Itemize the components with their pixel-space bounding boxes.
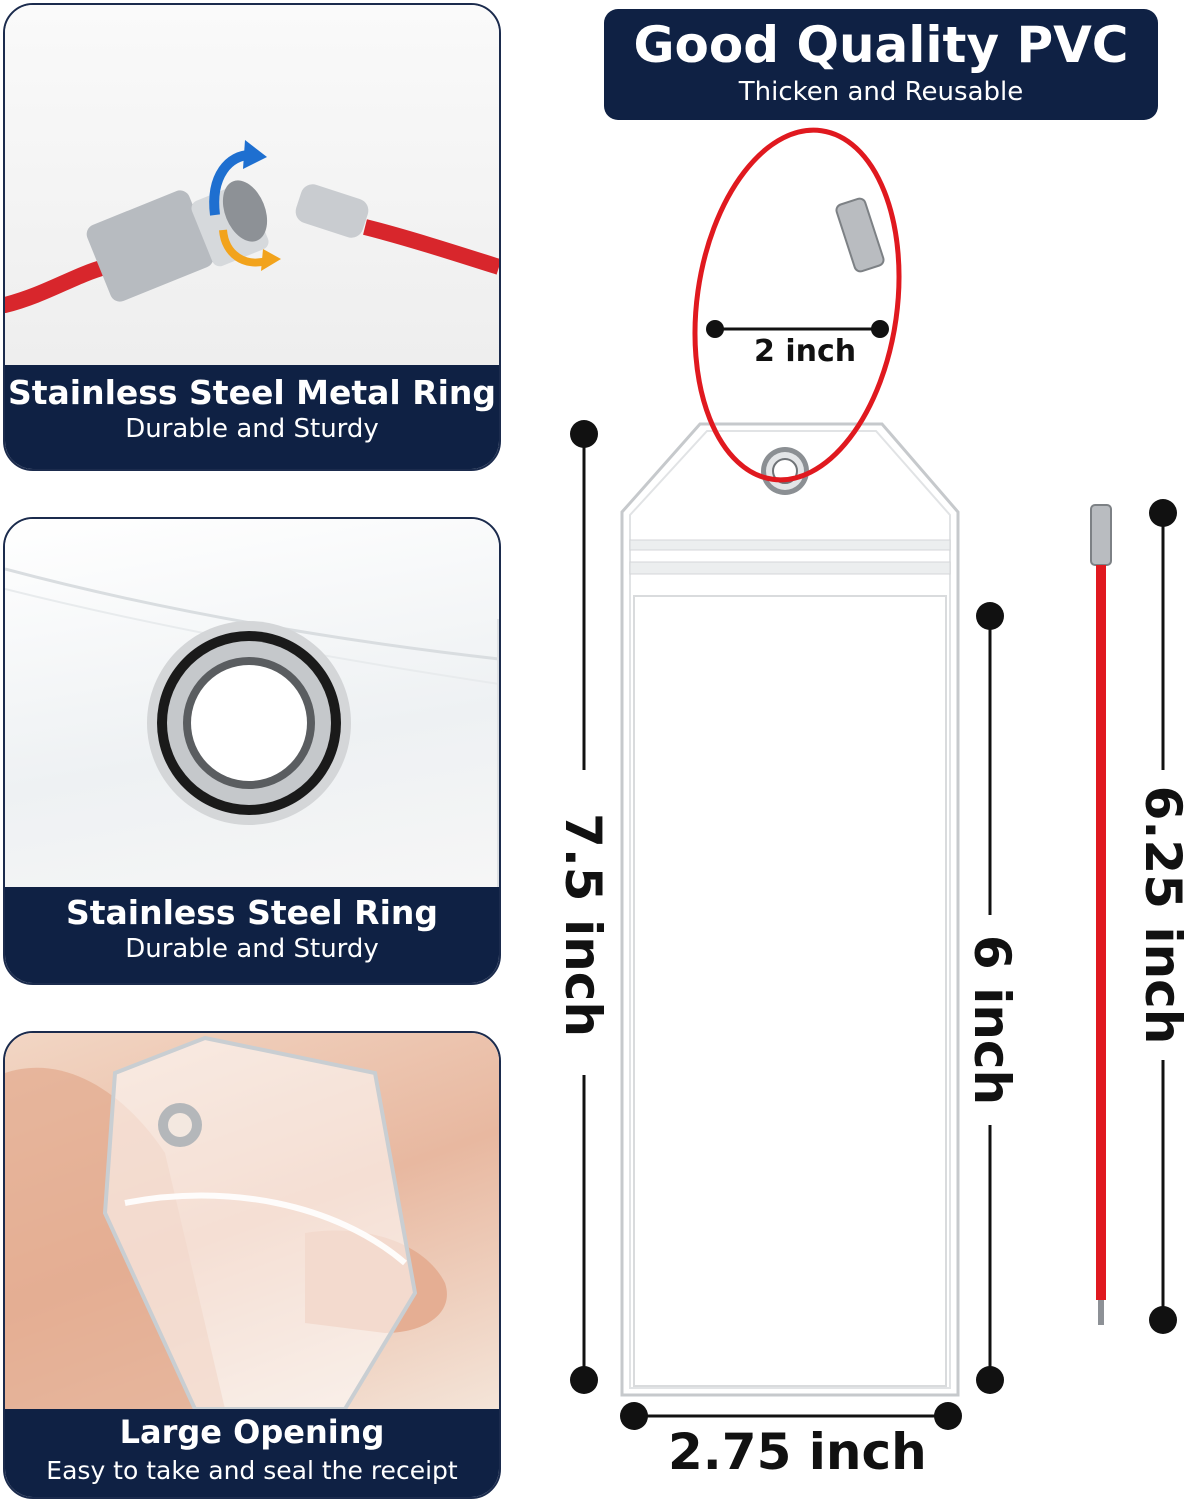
banner-title: Good Quality PVC bbox=[633, 16, 1129, 74]
feature-title: Stainless Steel Ring bbox=[65, 893, 439, 932]
feature-card-metal-ring: Stainless Steel Metal Ring Durable and S… bbox=[3, 3, 501, 471]
feature-subtitle: Easy to take and seal the receipt bbox=[46, 1456, 458, 1485]
hand-opening-photo bbox=[5, 1033, 499, 1411]
feature-caption: Stainless Steel Ring Durable and Sturdy bbox=[5, 887, 499, 983]
feature-card-steel-ring: Stainless Steel Ring Durable and Sturdy bbox=[3, 517, 501, 985]
length-dimension-line bbox=[570, 420, 598, 1394]
feature-card-large-opening: Large Opening Easy to take and seal the … bbox=[3, 1031, 501, 1499]
cable-dimension-line bbox=[1149, 499, 1177, 1334]
receipt-tag bbox=[620, 422, 960, 1397]
total-length-label: 7.5 inch bbox=[554, 813, 612, 1037]
ring-dimension-line bbox=[706, 320, 889, 338]
banner-subtitle: Thicken and Reusable bbox=[738, 77, 1024, 107]
feature-subtitle: Durable and Sturdy bbox=[125, 414, 379, 444]
ring-diameter-label: 2 inch bbox=[754, 334, 857, 369]
width-label: 2.75 inch bbox=[668, 1423, 927, 1481]
pocket-dimension-line bbox=[976, 602, 1004, 1394]
feature-title: Large Opening bbox=[119, 1413, 385, 1451]
quality-banner: Good Quality PVC Thicken and Reusable bbox=[604, 9, 1158, 120]
width-dimension-line bbox=[620, 1402, 962, 1430]
pocket-length-label: 6 inch bbox=[963, 934, 1021, 1106]
cable-length-label: 6.25 inch bbox=[1134, 785, 1189, 1045]
grommet-photo bbox=[5, 519, 499, 887]
feature-caption: Large Opening Easy to take and seal the … bbox=[5, 1409, 499, 1497]
red-cable-ring bbox=[692, 127, 902, 483]
feature-caption: Stainless Steel Metal Ring Durable and S… bbox=[5, 365, 499, 469]
straight-cable bbox=[1090, 504, 1112, 1325]
metal-ring-photo bbox=[5, 5, 499, 365]
feature-title: Stainless Steel Metal Ring bbox=[7, 373, 497, 412]
grommet bbox=[761, 447, 809, 495]
feature-subtitle: Durable and Sturdy bbox=[125, 934, 379, 964]
